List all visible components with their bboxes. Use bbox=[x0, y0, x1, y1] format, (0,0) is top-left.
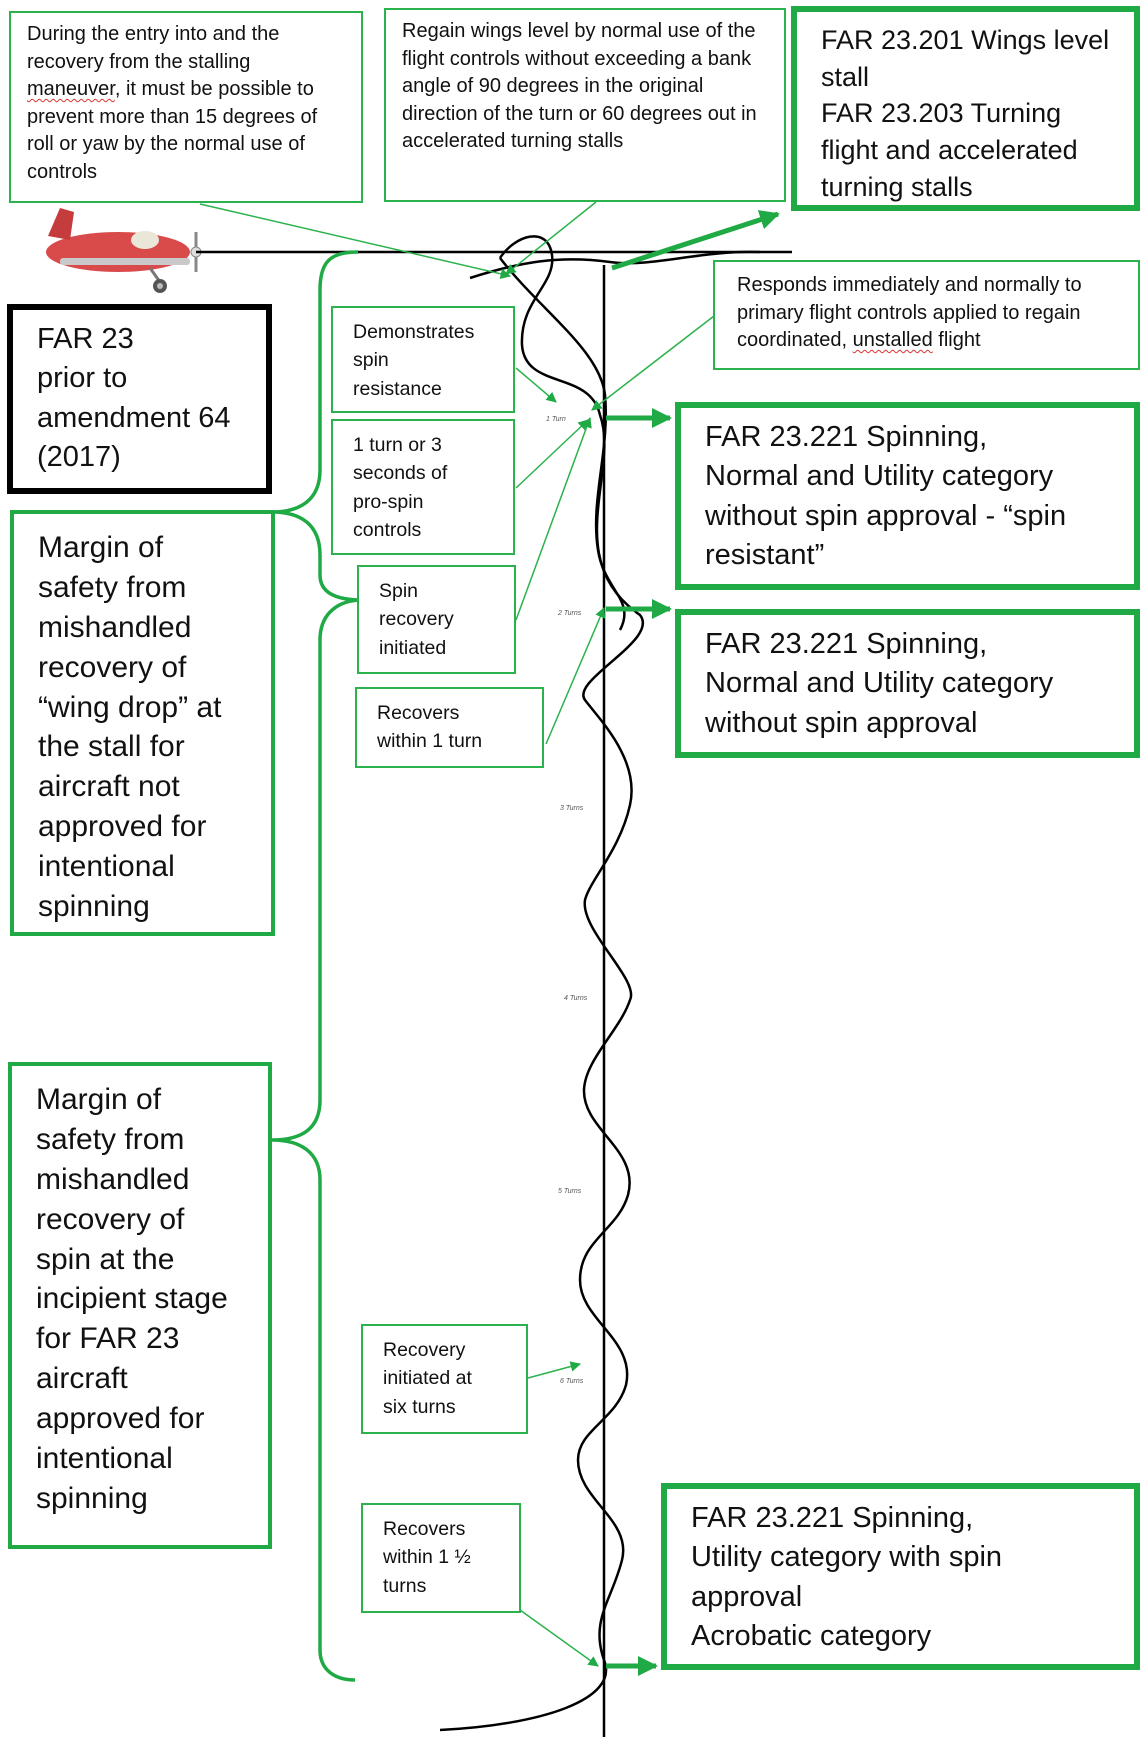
roll-yaw-text-before: During the entry into and the recovery f… bbox=[27, 23, 280, 73]
recovers-one-half-text: Recovers within 1 ½ turns bbox=[383, 1518, 471, 1597]
far-201-203-box: FAR 23.201 Wings level stall FAR 23.203 … bbox=[791, 6, 1140, 211]
demonstrates-text: Demonstrates spin resistance bbox=[353, 321, 475, 400]
far-221-without-text: FAR 23.221 Spinning, Normal and Utility … bbox=[705, 628, 1054, 739]
roll-yaw-underlined: maneuver bbox=[27, 78, 115, 101]
turn-label-6: 6 Turns bbox=[560, 1378, 584, 1385]
turn-label-5: 5 Turns bbox=[558, 1188, 582, 1195]
responds-text-after: flight bbox=[932, 329, 981, 352]
category-arrows bbox=[606, 210, 780, 1676]
turn-label-4: 4 Turns bbox=[564, 995, 588, 1002]
recovers-one-turn-text: Recovers within 1 turn bbox=[377, 702, 483, 753]
recovers-one-turn-box: Recovers within 1 turn bbox=[355, 687, 544, 768]
roll-yaw-text-after: , it must be possible to prevent more th… bbox=[27, 78, 318, 183]
far-201-203-text: FAR 23.201 Wings level stall FAR 23.203 … bbox=[821, 25, 1110, 202]
airplane-icon bbox=[46, 208, 202, 293]
far-221-resistant-text: FAR 23.221 Spinning, Normal and Utility … bbox=[705, 421, 1067, 572]
wings-level-regain-text: Regain wings level by normal use of the … bbox=[402, 20, 757, 153]
recovery-six-text: Recovery initiated at six turns bbox=[383, 1339, 472, 1418]
prior-amendment-text: FAR 23 prior to amendment 64 (2017) bbox=[37, 323, 231, 474]
demonstrates-box: Demonstrates spin resistance bbox=[331, 306, 515, 413]
responds-underlined: unstalled bbox=[852, 329, 933, 352]
responds-text-before: Responds immediately and normally to pri… bbox=[737, 274, 1082, 352]
far-221-utility-text: FAR 23.221 Spinning, Utility category wi… bbox=[691, 1502, 1003, 1653]
spin-recovery-initiated-box: Spin recovery initiated bbox=[357, 565, 516, 674]
recovers-one-half-box: Recovers within 1 ½ turns bbox=[361, 1503, 521, 1613]
far-221-resistant-box: FAR 23.221 Spinning, Normal and Utility … bbox=[675, 402, 1140, 590]
prior-amendment-box: FAR 23 prior to amendment 64 (2017) bbox=[7, 304, 272, 494]
margin-wing-drop-box: Margin of safety from mishandled recover… bbox=[10, 510, 275, 936]
far-221-without-box: FAR 23.221 Spinning, Normal and Utility … bbox=[675, 609, 1140, 758]
turn-label-1: 1 Turn bbox=[546, 416, 566, 423]
connector-arrows bbox=[199, 201, 715, 1667]
spin-path-strand bbox=[499, 257, 626, 631]
turn-label-3: 3 Turns bbox=[560, 805, 584, 812]
recovery-six-box: Recovery initiated at six turns bbox=[361, 1324, 528, 1434]
spin-recovery-initiated-text: Spin recovery initiated bbox=[379, 580, 454, 659]
margin-spin-text: Margin of safety from mishandled recover… bbox=[36, 1083, 228, 1515]
responds-box: Responds immediately and normally to pri… bbox=[713, 260, 1140, 370]
turn-label-2: 2 Turns bbox=[557, 610, 582, 617]
far-221-utility-box: FAR 23.221 Spinning, Utility category wi… bbox=[661, 1483, 1140, 1670]
bracket-spin bbox=[271, 598, 363, 1682]
roll-yaw-box: During the entry into and the recovery f… bbox=[9, 11, 363, 203]
margin-wing-drop-text: Margin of safety from mishandled recover… bbox=[38, 531, 222, 924]
margin-spin-box: Margin of safety from mishandled recover… bbox=[8, 1062, 272, 1549]
wings-level-regain-box: Regain wings level by normal use of the … bbox=[384, 8, 786, 202]
one-turn-text: 1 turn or 3 seconds of pro-spin controls bbox=[353, 434, 448, 541]
one-turn-box: 1 turn or 3 seconds of pro-spin controls bbox=[331, 419, 515, 555]
